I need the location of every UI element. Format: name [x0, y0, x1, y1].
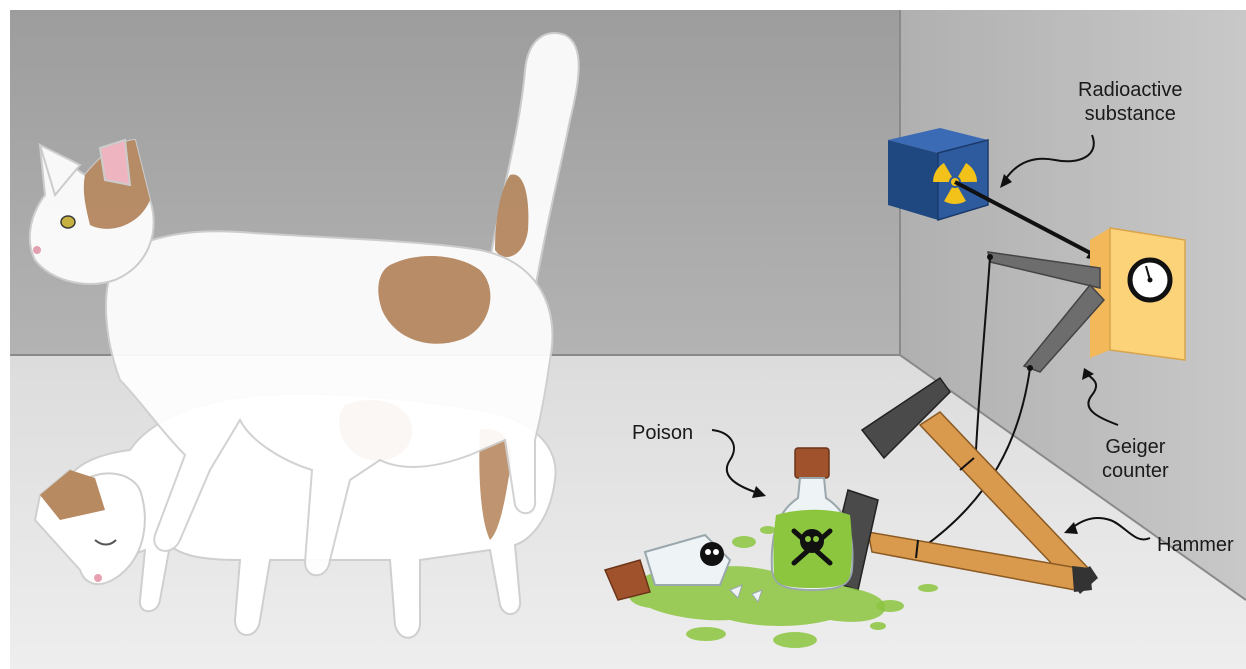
label-geiger-counter: Geiger counter [1102, 435, 1169, 483]
poison-drop-1 [686, 627, 726, 641]
poison-drop-7 [870, 622, 886, 630]
radioactive-box [888, 128, 988, 220]
gauge-dial-icon [1130, 260, 1170, 300]
standing-cat-nose [33, 246, 41, 254]
label-hammer: Hammer [1157, 533, 1234, 557]
label-geiger-line-1: Geiger [1102, 435, 1169, 459]
poison-drop-4 [918, 584, 938, 592]
standing-cat-eye [61, 216, 75, 228]
poison-drop-3 [876, 600, 904, 612]
label-radioactive-line-2: substance [1078, 102, 1183, 126]
label-radioactive-substance: Radioactive substance [1078, 78, 1183, 126]
label-poison: Poison [632, 421, 693, 445]
poison-bottle-cork [795, 448, 829, 478]
poison-drop-5 [732, 536, 756, 548]
hammer-lying-grip [1072, 566, 1092, 592]
standing-cat-ear-right [100, 140, 130, 185]
skull-icon [700, 542, 724, 566]
label-radioactive-line-1: Radioactive [1078, 78, 1183, 102]
label-geiger-line-2: counter [1102, 459, 1169, 483]
poison-drop-2 [773, 632, 817, 648]
geiger-counter [1090, 228, 1185, 360]
lying-cat-nose [94, 574, 102, 582]
